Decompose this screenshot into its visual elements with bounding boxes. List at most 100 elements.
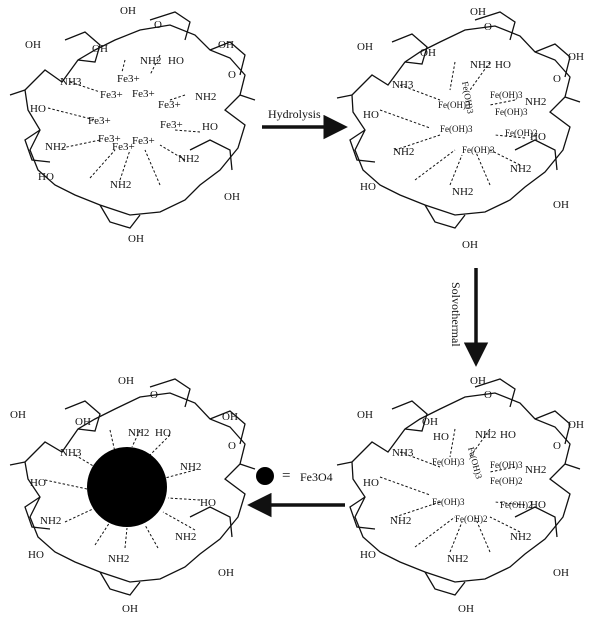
nh2-label: NH2 (108, 553, 129, 565)
nh2-label: NH2 (390, 515, 411, 527)
nh2-label: NH2 (525, 464, 546, 476)
nh3-label: NH3 (60, 76, 82, 88)
ho-label: HO (168, 55, 184, 67)
fe3-label: Fe3+ (117, 73, 140, 85)
oh-label: OH (420, 47, 436, 59)
o-label: O (150, 389, 158, 401)
chitosan-macrocycle (336, 378, 581, 596)
o-label: O (484, 389, 492, 401)
oh-label: OH (422, 416, 438, 428)
feoh3-label: Fe(OH)3 (432, 457, 465, 467)
oh-label: OH (553, 567, 569, 579)
hydrolysis-step: Hydrolysis (262, 107, 348, 140)
oh-label: OH (128, 233, 144, 245)
feoh3-label: Fe(OH)3 (440, 124, 473, 134)
ho-label: HO (495, 59, 511, 71)
ho-label: HO (530, 499, 546, 511)
coordination-bonds (379, 61, 526, 186)
oh-label: OH (553, 199, 569, 211)
fe3-label: Fe3+ (88, 115, 111, 127)
ho-label: HO (433, 431, 449, 443)
oh-label: OH (92, 43, 108, 55)
nh2-label: NH2 (475, 429, 496, 441)
oh-label: OH (462, 239, 478, 251)
ho-label: HO (530, 131, 546, 143)
feoh3-label: Fe(OH)3 (466, 446, 484, 480)
legend-equals: = (282, 468, 290, 484)
fe3-label: Fe3+ (100, 89, 123, 101)
ho-label: HO (360, 549, 376, 561)
coordination-bonds (379, 428, 526, 553)
nh2-label: NH2 (525, 96, 546, 108)
nh2-label: NH2 (470, 59, 491, 71)
panel-fe3-complex: OH OH OH OH O O NH2 HO NH3 Fe3+ Fe3+ Fe3… (9, 5, 256, 245)
chitosan-macrocycle (336, 11, 581, 229)
oh-label: OH (75, 416, 91, 428)
nh3-label: NH3 (60, 447, 82, 459)
nh3-label: NH3 (392, 447, 414, 459)
nh2-label: NH2 (180, 461, 201, 473)
oh-label: OH (458, 603, 474, 615)
nh2-label: NH2 (452, 186, 473, 198)
feoh3-label: Fe(OH)3 (438, 100, 471, 110)
oh-label: OH (10, 409, 26, 421)
ho-label: HO (202, 121, 218, 133)
o-label: O (228, 69, 236, 81)
legend-fe3o4-label: Fe3O4 (300, 470, 333, 484)
nh2-label: NH2 (178, 153, 199, 165)
oh-label: OH (25, 39, 41, 51)
oh-label: OH (122, 603, 138, 615)
fe3o4-legend-dot-icon (256, 467, 274, 485)
ho-label: HO (38, 171, 54, 183)
o-label: O (553, 73, 561, 85)
o-label: O (228, 440, 236, 452)
ho-label: HO (28, 549, 44, 561)
nh2-label: NH2 (195, 91, 216, 103)
o-label: O (484, 21, 492, 33)
fe3-label: Fe3+ (112, 141, 135, 153)
ho-label: HO (360, 181, 376, 193)
fe3o4-legend: = Fe3O4 (256, 467, 333, 485)
nh2-label: NH2 (128, 427, 149, 439)
feoh2-label: Fe(OH)2 (505, 128, 538, 138)
feoh3-label: Fe(OH)3 (495, 107, 528, 117)
ho-label: HO (200, 497, 216, 509)
nanoparticle-bonds (44, 429, 201, 549)
nh2-label: NH2 (393, 146, 414, 158)
nh2-label: NH2 (40, 515, 61, 527)
oh-label: OH (470, 375, 486, 387)
feoh2-label: Fe(OH)2 (490, 476, 523, 486)
hydrolysis-label: Hydrolysis (268, 107, 321, 121)
fe3-label: Fe3+ (160, 119, 183, 131)
feoh3-label: Fe(OH)3 (490, 460, 523, 470)
chitosan-macrocycle (9, 11, 256, 229)
oh-label: OH (218, 39, 234, 51)
solvothermal-step: Solvothermal (449, 268, 489, 367)
panel-feoh-complex: OH OH OH OH O O NH2 HO NH3 Fe(OH)3 Fe(OH… (336, 6, 584, 251)
coordination-bonds (47, 54, 201, 186)
ho-label: HO (30, 103, 46, 115)
feoh3-label: Fe(OH)3 (490, 90, 523, 100)
fe3-label: Fe3+ (158, 99, 181, 111)
nh2-label: NH2 (447, 553, 468, 565)
chitosan-macrocycle (9, 378, 256, 596)
ho-label: HO (155, 427, 171, 439)
fe3o4-nanoparticle (87, 447, 167, 527)
feoh3-label: Fe(OH)3 (462, 145, 495, 155)
feoh3-label: Fe(OH)3 (432, 497, 465, 507)
ho-label: HO (500, 429, 516, 441)
nh2-label: NH2 (175, 531, 196, 543)
fe3-label: Fe3+ (132, 88, 155, 100)
oh-label: OH (470, 6, 486, 18)
nh3-label: NH3 (392, 79, 414, 91)
feoh2-label: Fe(OH)2 (455, 514, 488, 524)
oh-label: OH (568, 51, 584, 63)
o-label: O (154, 19, 162, 31)
nh2-label: NH2 (510, 163, 531, 175)
ho-label: HO (363, 109, 379, 121)
oh-label: OH (357, 41, 373, 53)
oh-label: OH (120, 5, 136, 17)
nh2-label: NH2 (45, 141, 66, 153)
nh2-label: NH2 (110, 179, 131, 191)
